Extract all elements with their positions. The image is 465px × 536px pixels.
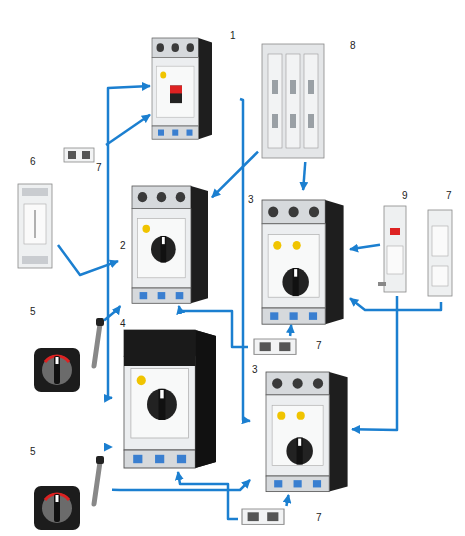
callout-number: 9	[402, 190, 408, 202]
compatibility-arrow	[104, 306, 120, 321]
compatibility-arrow	[352, 296, 397, 430]
device-node: 9	[380, 188, 414, 296]
device-node: 7	[62, 144, 106, 176]
callout-number: 1	[230, 30, 236, 42]
compatibility-arrow	[178, 472, 238, 519]
callout-number: 5	[30, 446, 36, 458]
compatibility-arrow	[106, 115, 150, 145]
callout-number: 7	[96, 162, 102, 174]
device-node: 8	[258, 38, 362, 162]
callout-number: 4	[120, 318, 126, 330]
device-node: 7	[248, 336, 330, 358]
device-node: 1	[150, 28, 240, 140]
device-node: 6	[12, 155, 58, 272]
callout-number: 3	[248, 194, 254, 206]
compatibility-arrow	[350, 298, 441, 310]
compatibility-arrow	[112, 480, 250, 490]
device-node: 5	[28, 306, 104, 398]
device-node: 3	[246, 190, 350, 325]
callout-number: 7	[446, 190, 452, 202]
compatibility-arrow	[286, 495, 288, 506]
compatibility-arrow	[290, 325, 291, 336]
device-node: 3	[250, 362, 352, 495]
callout-number: 5	[30, 306, 36, 318]
compatibility-arrow	[58, 245, 118, 275]
compatibility-arrow	[179, 306, 248, 347]
device-node: 4	[112, 316, 218, 472]
device-node: 2	[118, 182, 212, 306]
compatibility-arrow	[303, 162, 305, 190]
device-node: 7	[422, 188, 460, 302]
callout-number: 2	[120, 240, 126, 252]
device-node: 7	[238, 506, 330, 532]
callout-number: 3	[252, 364, 258, 376]
compatibility-arrow	[108, 86, 150, 398]
callout-number: 7	[316, 512, 322, 524]
callout-number: 6	[30, 156, 36, 168]
callout-number: 8	[350, 40, 356, 52]
compatibility-arrow	[240, 99, 250, 421]
compatibility-arrow	[212, 152, 258, 198]
device-node: 5	[28, 446, 112, 532]
callout-number: 7	[316, 340, 322, 352]
compatibility-arrow	[350, 245, 380, 250]
